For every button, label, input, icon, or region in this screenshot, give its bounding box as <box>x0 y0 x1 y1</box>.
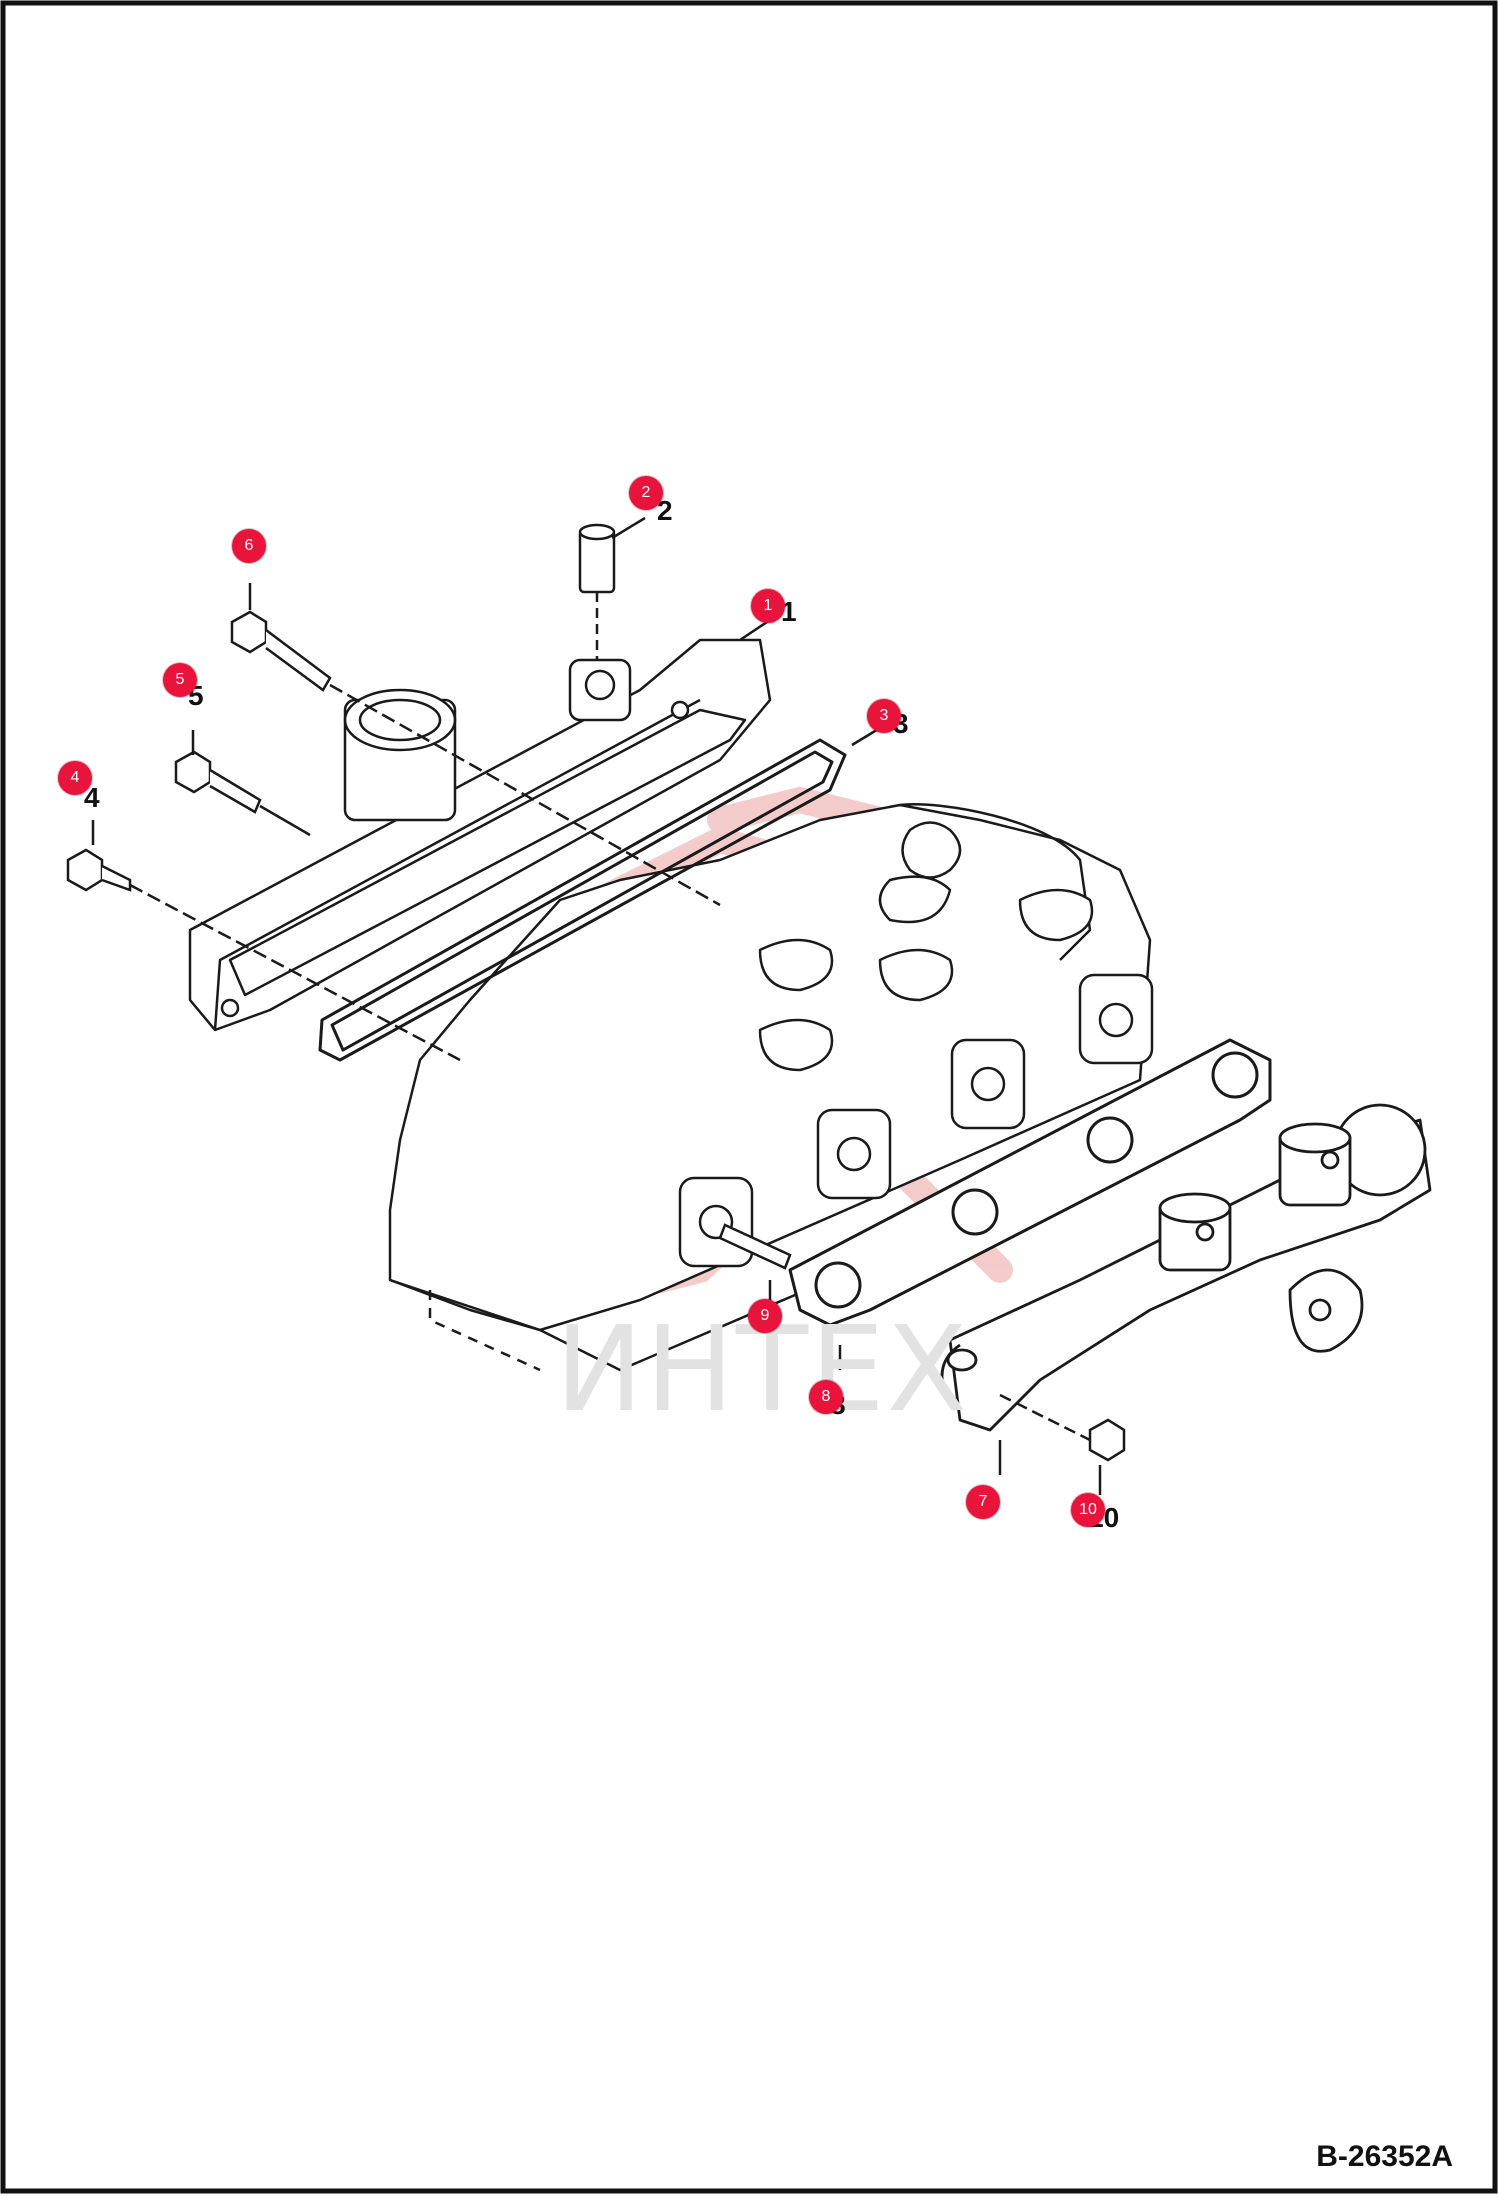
part-number-4: 4 <box>84 782 100 813</box>
cylinder-head <box>388 803 1154 1372</box>
callout-8[interactable]: 8 <box>809 1380 843 1414</box>
callout-3[interactable]: 3 <box>867 699 901 733</box>
callout-5[interactable]: 5 <box>163 663 197 697</box>
part-number-2: 2 <box>657 495 673 526</box>
callout-4[interactable]: 4 <box>58 761 92 795</box>
figure-code: B-26352A <box>1316 2140 1453 2173</box>
callout-10[interactable]: 10 <box>1071 1493 1105 1527</box>
fasteners-lower <box>718 1223 1126 1462</box>
intake-manifold <box>188 638 772 1032</box>
bolts <box>66 523 616 892</box>
callout-1[interactable]: 1 <box>751 589 785 623</box>
callout-7[interactable]: 7 <box>966 1485 1000 1519</box>
callout-2[interactable]: 2 <box>629 476 663 510</box>
exhaust-manifold <box>940 1103 1432 1432</box>
exhaust-gasket <box>788 1038 1272 1327</box>
callout-6[interactable]: 6 <box>232 529 266 563</box>
intake-gasket <box>318 738 847 1062</box>
callout-9[interactable]: 9 <box>748 1299 782 1333</box>
